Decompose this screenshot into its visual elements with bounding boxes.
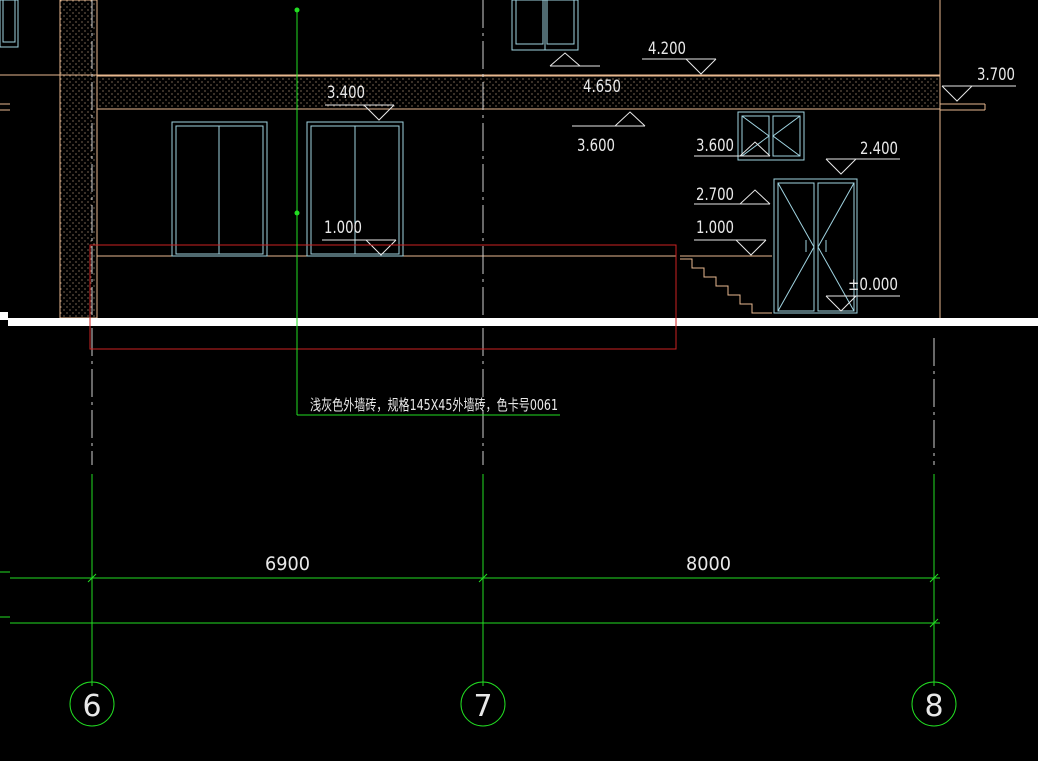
windows [0,0,858,314]
elev-marker-0000 [825,295,900,312]
grid-axis-lines [91,0,935,465]
elev-label-3700: 3.700 [977,65,1015,85]
dimension-lines [0,474,940,686]
leader-point-mid [294,210,300,216]
elev-label-2400: 2.400 [860,139,898,159]
elevation-markers [322,52,1016,312]
dim-label-8000: 8000 [686,553,731,575]
double-door [773,178,858,314]
material-note: 浅灰色外墙砖，规格145X45外墙砖，色卡号0061 [310,396,558,414]
window-left-1 [171,121,268,257]
axis-bubbles: 6 7 8 [69,681,957,727]
axis-label-8: 8 [924,689,943,724]
elev-label-1000-left: 1.000 [324,218,362,238]
axis-bubble-6 [69,681,115,727]
elev-label-4200: 4.200 [648,39,686,59]
stair-profile [680,258,772,314]
floor-slab [96,75,941,110]
ground-line-stub [0,312,8,320]
window-top-left-partial [0,0,19,48]
elev-marker-3600-left [572,111,646,127]
window-top-center [511,0,579,51]
elev-label-0000: ±0.000 [848,275,898,295]
elev-marker-2700 [694,189,771,205]
axis-bubble-7 [460,681,506,727]
elev-label-3600-right: 3.600 [696,136,734,156]
elev-marker-3600-right [694,141,771,157]
elev-marker-4200 [549,52,717,75]
material-note-leader [296,10,560,416]
leader-point-top [294,7,300,13]
elev-marker-1000-left [322,239,397,256]
elev-label-3600-left: 3.600 [577,136,615,156]
column-left [59,0,98,319]
elev-marker-1000-right [694,239,767,256]
elev-label-3400: 3.400 [327,83,365,103]
highlight-box [89,244,677,350]
elev-marker-2400 [825,158,900,175]
axis-bubble-8 [911,681,957,727]
axis-label-7: 7 [473,689,492,724]
elev-marker-3700 [941,85,1016,102]
elev-label-2700: 2.700 [696,185,734,205]
dim-label-6900: 6900 [265,553,310,575]
elev-marker-3400 [325,104,395,121]
window-left-2 [306,121,404,257]
elevation-labels: 4.200 4.650 3.700 3.400 3.600 3.600 2.40… [324,39,1015,295]
axis-label-6: 6 [82,689,101,724]
elev-label-4650: 4.650 [583,77,621,97]
ground-line [8,318,1038,326]
elev-label-1000-right: 1.000 [696,218,734,238]
window-small-right [737,111,805,161]
